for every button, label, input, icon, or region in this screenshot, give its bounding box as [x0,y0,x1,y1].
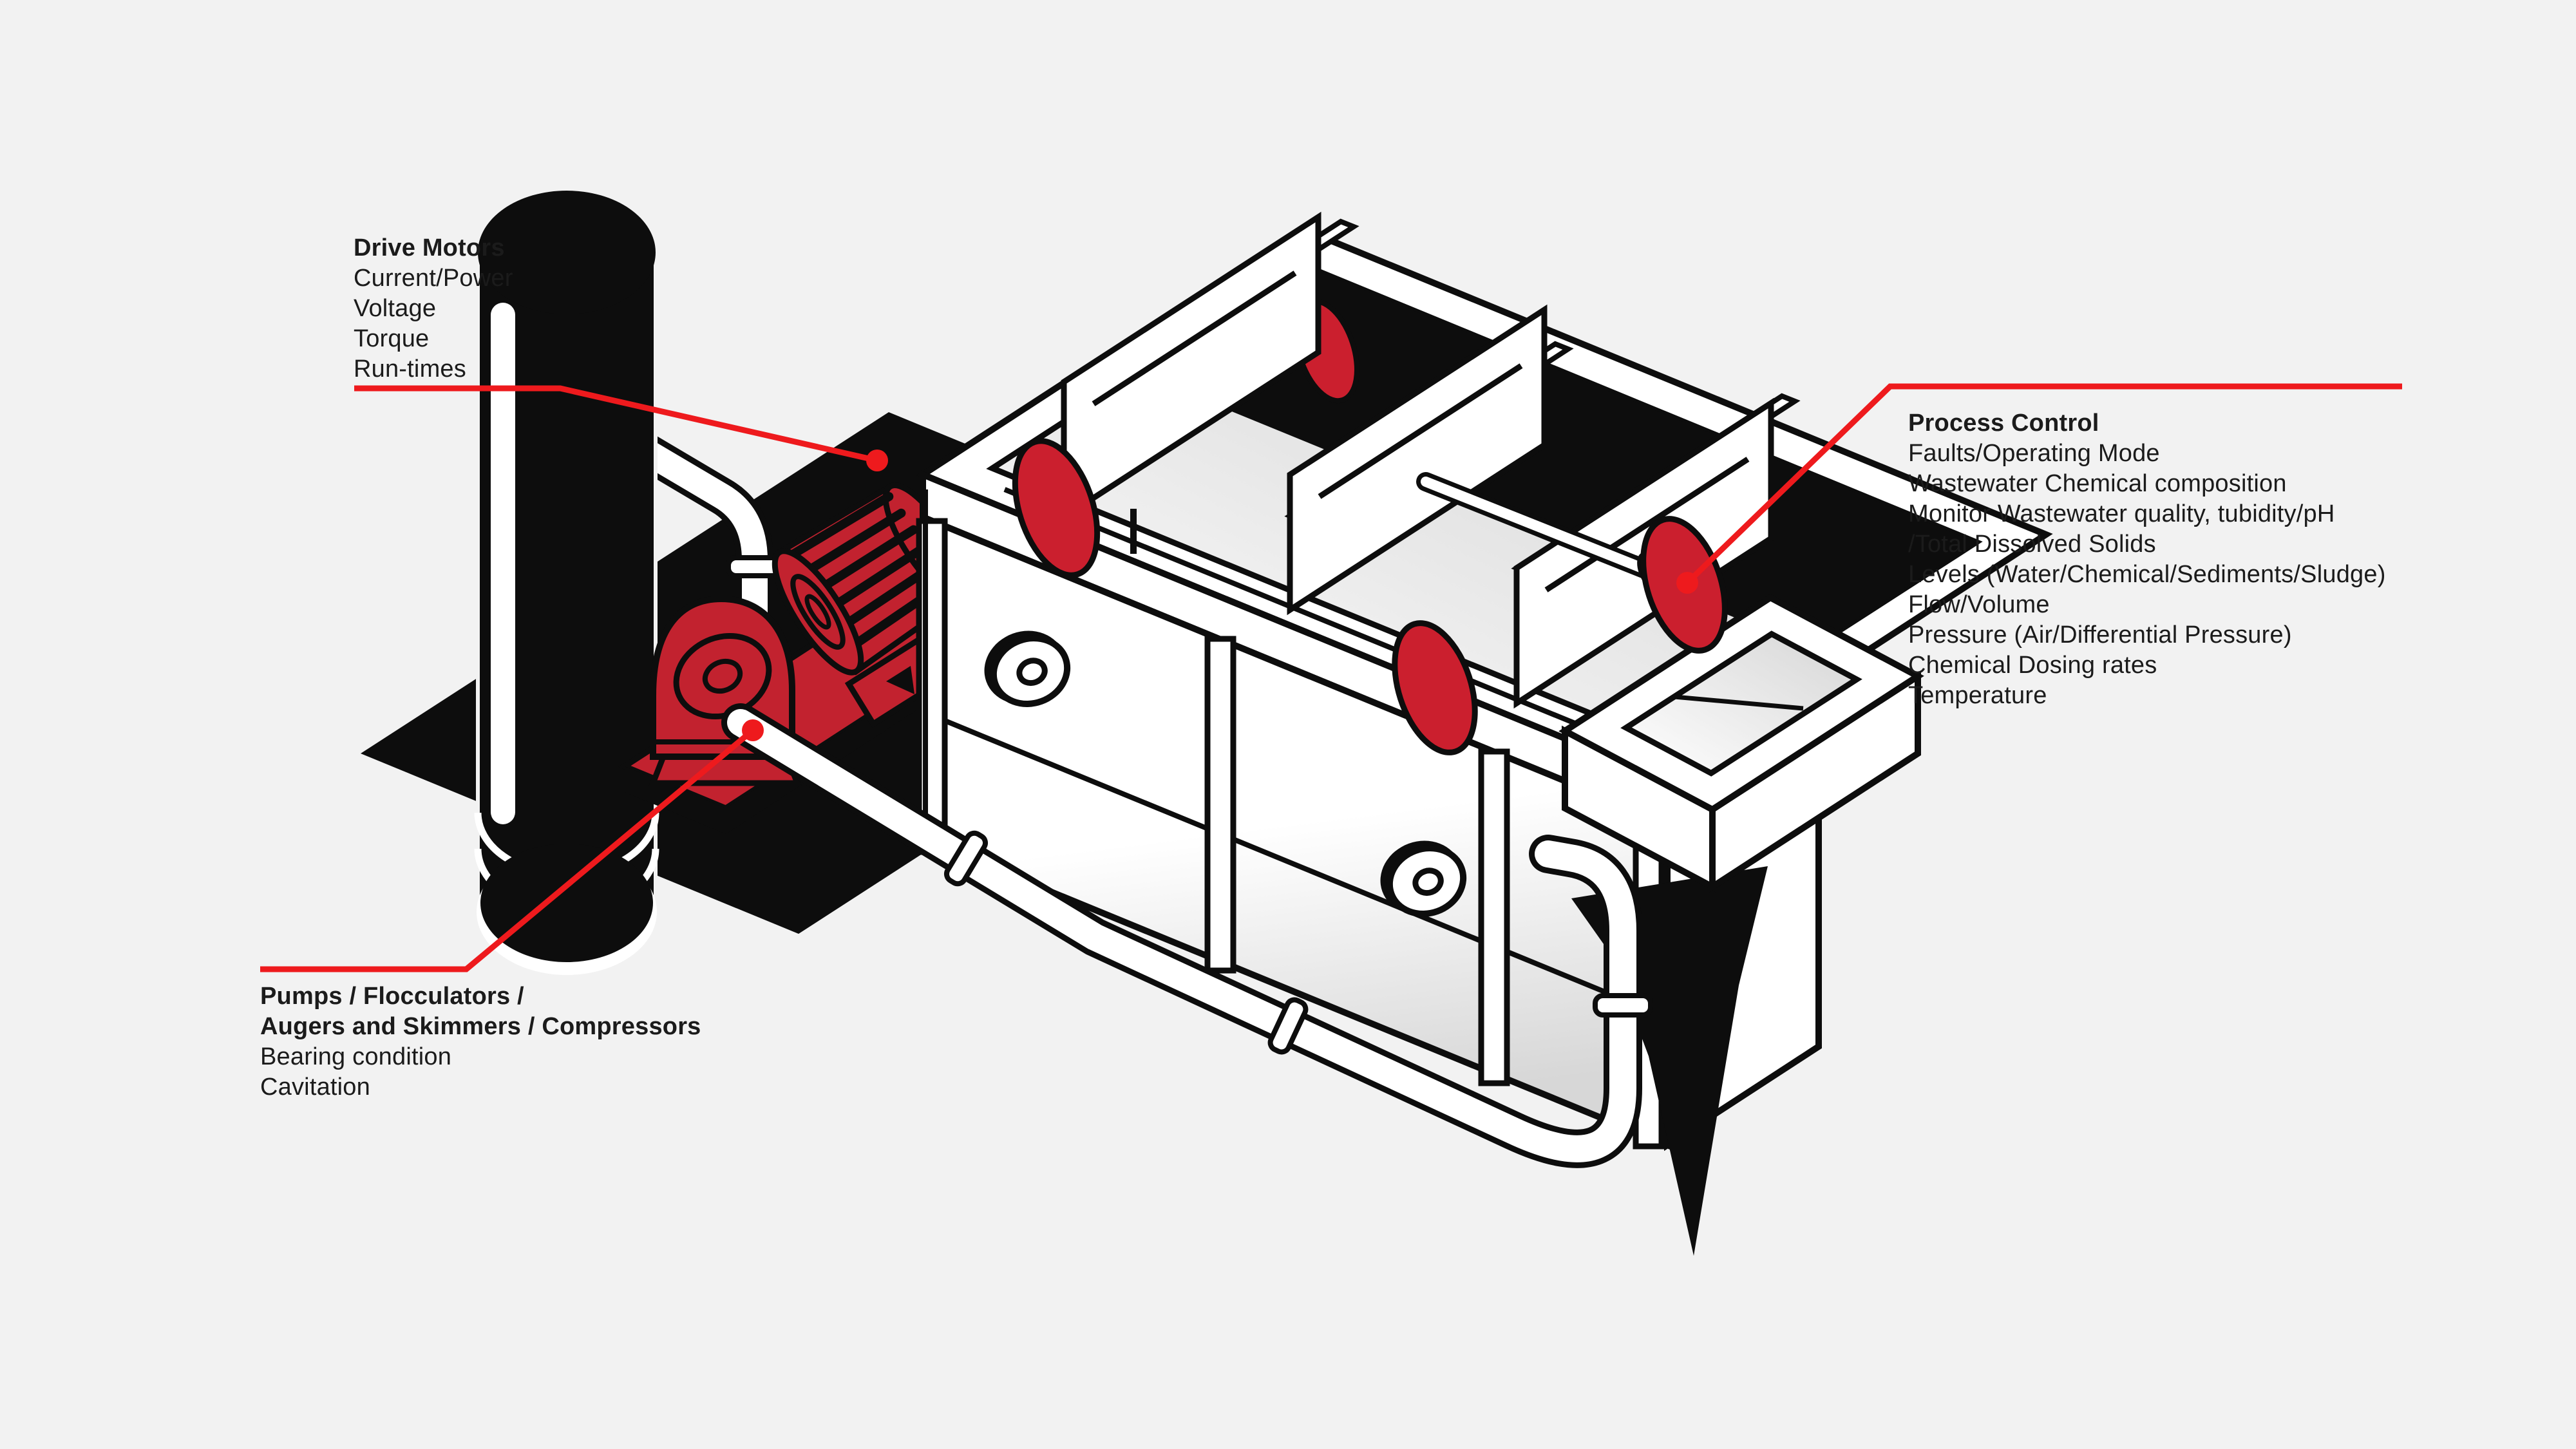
drive-motors-title: Drive Motors [354,234,505,261]
basin-wall-seam [922,709,1669,1020]
flocculator-disc-1 [1012,438,1101,578]
pumps-title-line1: Pumps / Flocculators / [260,983,524,1010]
process-control-item: Pressure (Air/Differential Pressure) [1908,621,2292,649]
process-control-item: Temperature [1908,682,2047,709]
drive-motors-item: Voltage [354,295,437,322]
paddle-board-2 [1284,304,1574,616]
callout-line-drive-motors [354,385,878,464]
wall-port-1 [984,630,1071,708]
drain-pipe [721,703,1653,1168]
callout-line-process-control [1685,383,2402,585]
callout-line-pumps [260,728,755,972]
drive-motors-item: Run-times [354,355,466,383]
pump [649,595,802,786]
callout-dot-drive-motors [866,450,888,471]
process-control-item: Wastewater Chemical composition [1908,470,2287,497]
process-control-item: Chemical Dosing rates [1908,652,2157,679]
tank-highlight [491,303,515,824]
motor-cooling-fins [788,492,950,651]
basin-interior-crease [1003,487,1650,756]
callout-dot-pumps [742,719,764,741]
process-control-item: Faults/Operating Mode [1908,440,2160,467]
process-control-item: Levels (Water/Chemical/Sediments/Sludge) [1908,561,2386,588]
callout-dot-process-control [1676,572,1698,594]
process-control-item: Flow/Volume [1908,591,2050,618]
drive-motors-item: Current/Power [354,265,513,292]
wall-port-2 [1380,840,1467,918]
process-control-title: Process Control [1908,410,2099,437]
process-control-item: /Total Dissolved Solids [1908,531,2156,558]
process-control-item: Monitor Wastewater quality, tubidity/pH [1908,500,2335,527]
pumps-item: Bearing condition [260,1043,452,1070]
drive-motors-item: Torque [354,325,430,352]
drive-motors-label: Drive Motors Current/Power Voltage Torqu… [354,233,513,384]
process-control-label: Process Control Faults/Operating Mode Wa… [1908,408,2386,711]
pumps-item: Cavitation [260,1074,370,1101]
pumps-label: Pumps / Flocculators / Augers and Skimme… [260,981,701,1103]
paddle-board-1 [1061,211,1359,554]
callout-lines [260,383,2402,972]
flocculator-disc-2 [1392,620,1478,755]
pumps-title-line2: Augers and Skimmers / Compressors [260,1013,701,1040]
launder-trough [1558,594,1924,893]
